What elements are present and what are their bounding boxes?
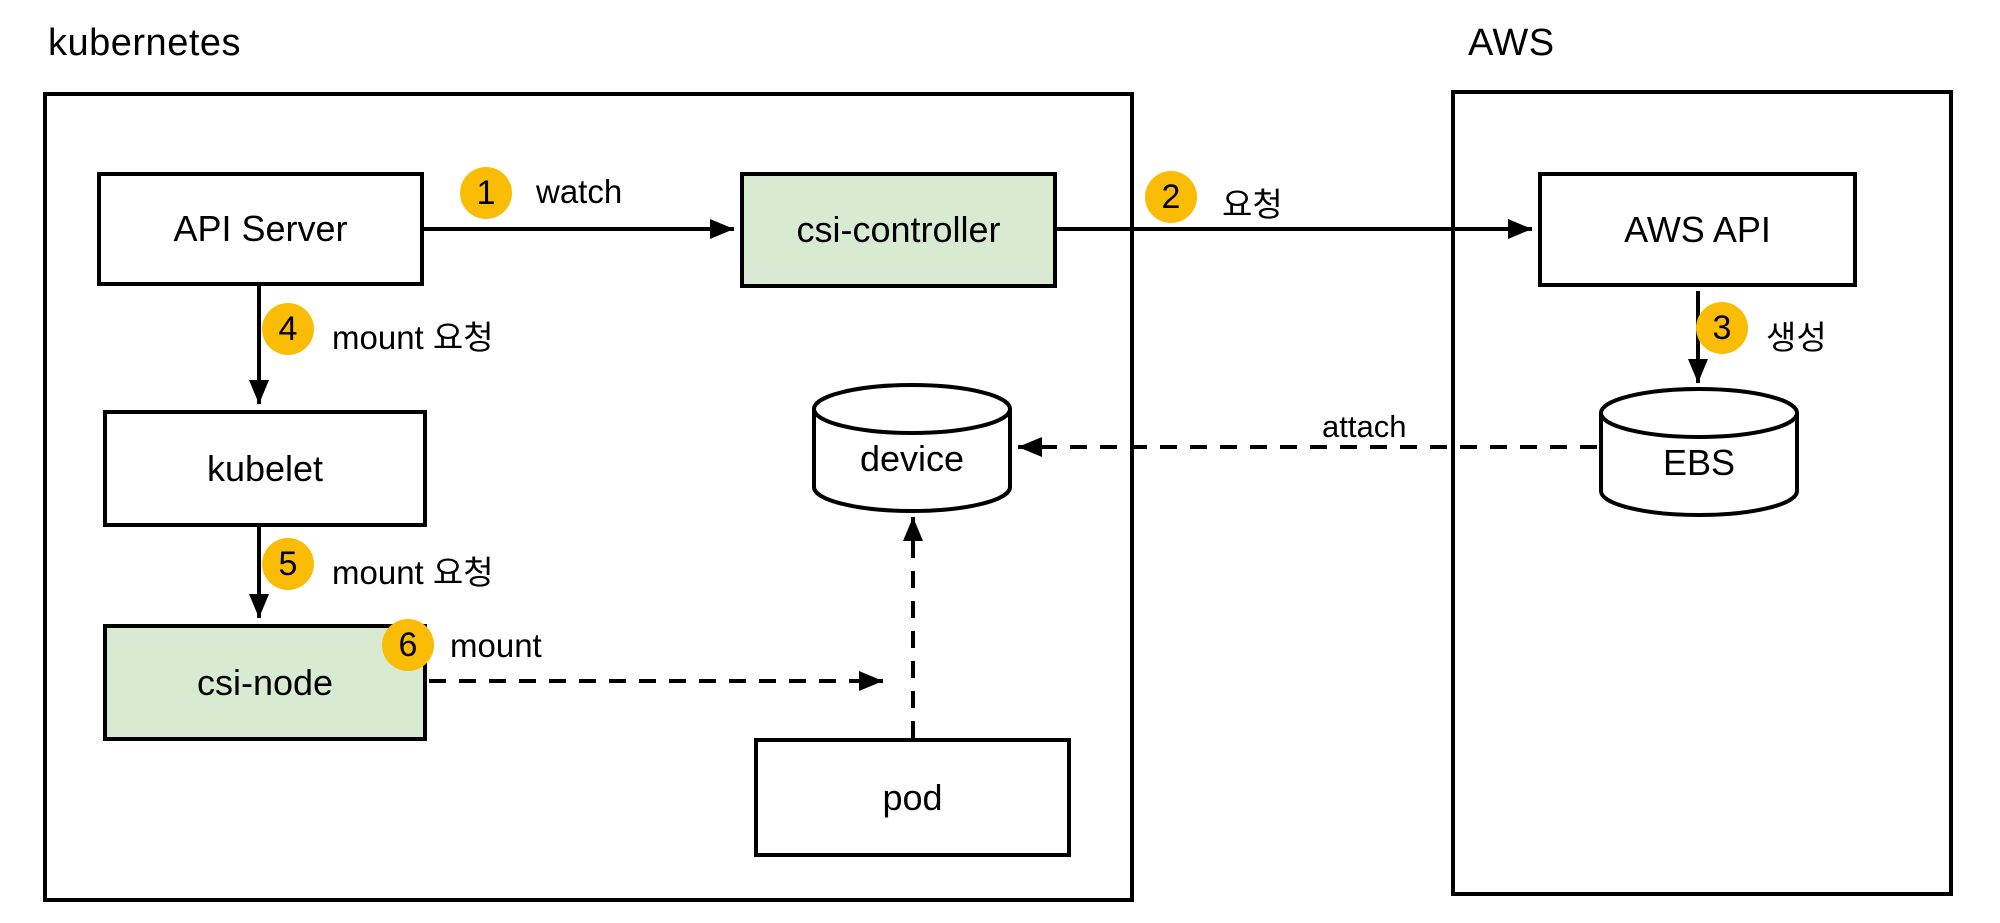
step-badge-4: 4 bbox=[262, 303, 314, 355]
node-api-server: API Server bbox=[97, 172, 424, 286]
node-kubelet: kubelet bbox=[103, 410, 427, 527]
step-badge-5: 5 bbox=[262, 538, 314, 590]
ebs-cylinder bbox=[1599, 387, 1799, 517]
ebs-label: EBS bbox=[1662, 442, 1736, 483]
step-badge-2: 2 bbox=[1145, 171, 1197, 223]
edge-label-mount-request-4: mount 요청 bbox=[332, 319, 494, 356]
kubernetes-boundary bbox=[43, 92, 1134, 902]
device-label: device bbox=[859, 438, 965, 479]
aws-boundary bbox=[1451, 90, 1953, 896]
edge-label-attach: attach bbox=[1322, 409, 1407, 444]
edge-label-mount-6: mount bbox=[450, 627, 542, 664]
step-badge-1: 1 bbox=[460, 167, 512, 219]
node-pod: pod bbox=[754, 738, 1071, 857]
node-csi-node: csi-node bbox=[103, 624, 427, 741]
edge-label-watch: watch bbox=[536, 173, 623, 210]
node-csi-controller: csi-controller bbox=[740, 172, 1057, 288]
device-cylinder bbox=[812, 383, 1012, 513]
edge-label-create: 생성 bbox=[1766, 319, 1827, 356]
edge-label-mount-request-5: mount 요청 bbox=[332, 554, 494, 591]
step-badge-6: 6 bbox=[382, 619, 434, 671]
aws-label: AWS bbox=[1468, 22, 1555, 64]
edge-label-request: 요청 bbox=[1222, 186, 1283, 223]
node-aws-api: AWS API bbox=[1538, 172, 1857, 287]
step-badge-3: 3 bbox=[1696, 302, 1748, 354]
kubernetes-label: kubernetes bbox=[48, 22, 242, 64]
